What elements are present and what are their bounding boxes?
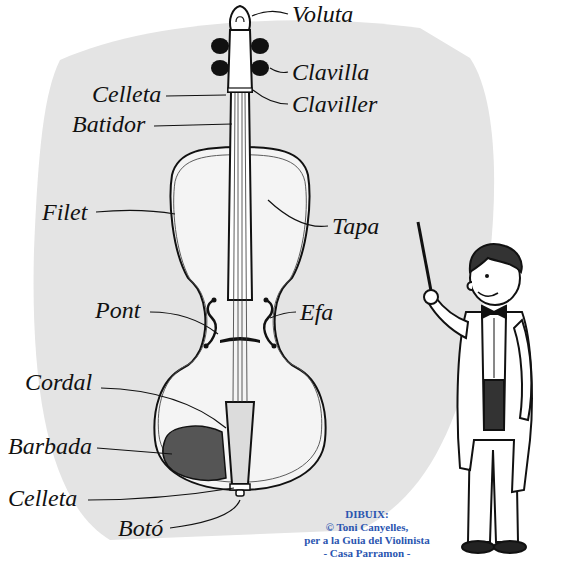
part-label: Cordal	[25, 368, 92, 396]
nut	[228, 88, 252, 92]
part-label: Celleta	[92, 80, 161, 108]
pegs	[211, 38, 269, 76]
credit-text: © Toni Canyelles,	[262, 521, 472, 534]
part-label: Efa	[300, 298, 333, 326]
part-label: Celleta	[8, 484, 77, 512]
credit-text: - Casa Parramon -	[262, 547, 472, 560]
chinrest	[163, 426, 226, 480]
part-label: Barbada	[8, 432, 92, 460]
background-blob	[34, 20, 495, 540]
part-label: Voluta	[292, 0, 353, 28]
part-label: Claviller	[292, 90, 377, 118]
conductor-figure	[418, 222, 532, 553]
pegbox	[228, 30, 252, 92]
tailpiece	[226, 402, 254, 484]
part-label: Clavilla	[292, 58, 369, 86]
part-label: Pont	[95, 296, 140, 324]
end-button	[236, 490, 244, 496]
part-label: Botó	[118, 514, 163, 542]
part-label: Filet	[42, 198, 87, 226]
credit-text: per a la Guia del Violinista	[262, 534, 472, 547]
part-label: Batidor	[72, 110, 145, 138]
credit-text: DIBUIX:	[262, 508, 472, 521]
strings	[233, 92, 247, 402]
f-hole	[206, 300, 216, 346]
f-hole	[264, 300, 274, 346]
bridge	[220, 337, 260, 343]
fingerboard	[228, 92, 252, 300]
saddle	[230, 484, 250, 490]
scroll	[230, 6, 250, 30]
part-label: Tapa	[332, 212, 379, 240]
leader-lines	[88, 11, 328, 528]
